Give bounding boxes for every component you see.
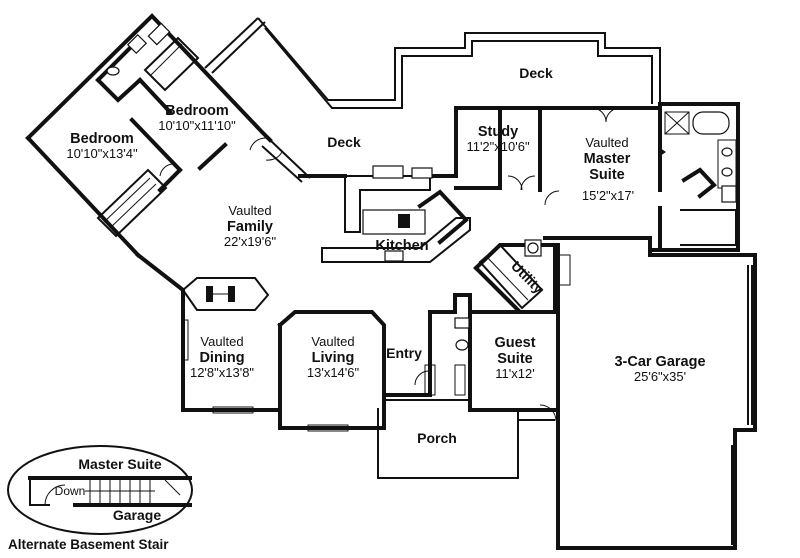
vaulted-note: Vaulted [228, 203, 272, 218]
room-dims: 25'6"x35' [633, 369, 687, 385]
inset-garage-label: Garage [112, 507, 162, 523]
vaulted-note: Vaulted [311, 334, 355, 349]
family-kitchen-walls [135, 106, 662, 412]
rear-deck [204, 17, 661, 109]
room-name: Dining [199, 349, 245, 366]
room-label-master-suite: Vaulted Master Suite [577, 135, 637, 183]
fireplace [181, 277, 270, 311]
garage-walls [556, 236, 757, 550]
deck-label-rear: Deck [519, 65, 553, 81]
room-name: Bedroom [70, 131, 134, 147]
room-dims: 10'10"x11'10" [158, 118, 236, 134]
room-name: Living [311, 349, 355, 366]
room-dims: 12'8"x13'8" [189, 364, 255, 380]
room-label-bedroom-3: Bedroom 10'10"x13'4" [66, 131, 137, 162]
room-name: 3-Car Garage [614, 354, 706, 370]
room-label-dining: Vaulted Dining 12'8"x13'8" [189, 334, 255, 380]
inset-down-label: Down [54, 484, 86, 498]
room-label-guest-suite: Guest Suite 11'x12' [485, 335, 545, 382]
room-name: Bedroom [165, 103, 229, 119]
room-label-bedroom-2: Bedroom 10'10"x11'10" [158, 103, 236, 134]
vaulted-note: Vaulted [200, 334, 244, 349]
room-label-kitchen: Kitchen [375, 238, 428, 254]
room-label-master-dims: 15'2"x17' [581, 188, 635, 204]
deck-label-side: Deck [327, 134, 361, 150]
room-dims: 11'2"x10'6" [466, 139, 530, 155]
entry-porch [377, 293, 557, 479]
vaulted-note: Vaulted [585, 135, 629, 150]
room-name: Family [227, 218, 273, 235]
alternate-stair-inset [7, 445, 193, 535]
room-label-living: Vaulted Living 13'x14'6" [306, 334, 360, 380]
room-name: Master Suite [583, 150, 631, 183]
room-label-family: Vaulted Family 22'x19'6" [223, 203, 277, 249]
room-dims: 15'2"x17' [581, 188, 635, 203]
room-label-study: Study 11'2"x10'6" [466, 124, 529, 155]
room-dims: 11'x12' [495, 366, 535, 382]
room-label-entry: Entry [386, 345, 422, 361]
side-deck [261, 139, 311, 183]
room-label-porch: Porch [417, 430, 457, 446]
room-name: Kitchen [375, 238, 429, 254]
dining-living-walls [181, 310, 432, 432]
room-name: Study [477, 124, 519, 140]
room-label-garage: 3-Car Garage 25'6"x35' [614, 354, 705, 385]
room-dims: 22'x19'6" [223, 233, 277, 249]
inset-master-suite-label: Master Suite [78, 456, 162, 472]
bedroom-wing [25, 13, 283, 258]
room-name: Guest Suite [494, 335, 536, 368]
inset-title: Alternate Basement Stair [8, 537, 169, 552]
room-dims: 13'x14'6" [306, 364, 360, 380]
kitchen-cabinets [321, 165, 471, 263]
room-dims: 10'10"x13'4" [66, 146, 138, 162]
utility-guest-walls [454, 239, 560, 412]
